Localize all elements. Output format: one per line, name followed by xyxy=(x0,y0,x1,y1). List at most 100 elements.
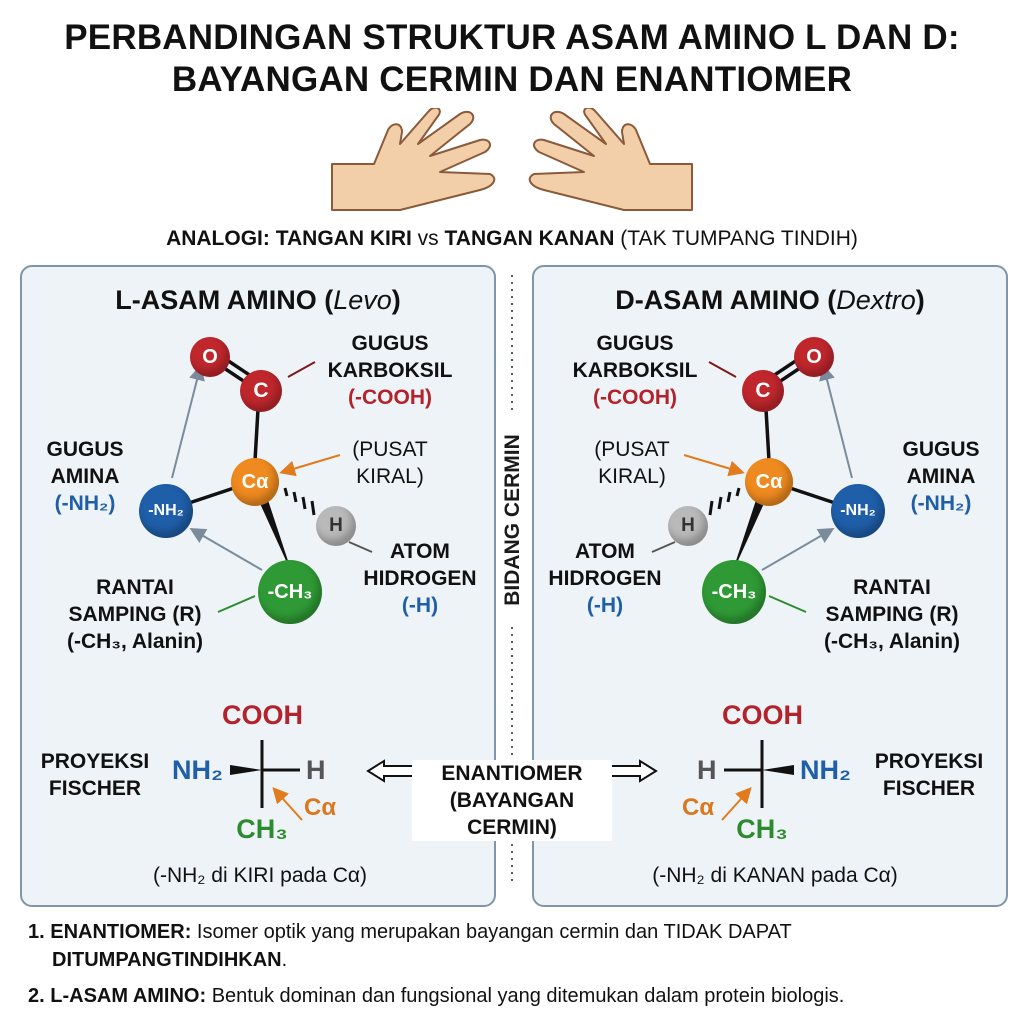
l-hydrogen-line1: ATOM xyxy=(390,540,450,563)
enantiomer-subtitle: (BAYANGAN CERMIN) xyxy=(449,789,575,839)
title-line-1: PERBANDINGAN STRUKTUR ASAM AMINO L DAN D… xyxy=(64,18,960,57)
l-fischer-line1: PROYEKSI xyxy=(40,750,150,773)
footnote-2-num: 2. xyxy=(28,985,45,1007)
l-amine-formula: (-NH₂) xyxy=(54,492,116,515)
d-carboxyl-label: GUGUS KARBOKSIL (-COOH) xyxy=(545,330,725,411)
l-leader-lines xyxy=(171,361,373,613)
footnote-2: 2. L-ASAM AMINO: Bentuk dominan dan fung… xyxy=(28,982,1018,1010)
l-chiral-line1: (PUSAT xyxy=(352,438,428,461)
hands-illustration xyxy=(331,108,693,211)
l-fischer-nh2: NH₂ xyxy=(172,755,223,785)
d-methyl-atom: -CH₃ xyxy=(702,560,766,624)
enantiomer-label: ENANTIOMER (BAYANGAN CERMIN) xyxy=(412,760,612,841)
l-carboxyl-label: GUGUS KARBOKSIL (-COOH) xyxy=(300,330,480,411)
l-side-chain-formula: (-CH₃, Alanin) xyxy=(66,630,204,653)
l-hydrogen-atom: H xyxy=(316,506,356,546)
right-hand-icon xyxy=(528,108,693,211)
l-chiral-line2: KIRAL) xyxy=(356,465,424,488)
l-methyl-atom: -CH₃ xyxy=(258,560,322,624)
l-fischer-cooh: COOH xyxy=(222,700,303,730)
l-fischer-ch3: CH₃ xyxy=(236,814,288,844)
d-hash-bond xyxy=(708,487,741,516)
analogy-left: ANALOGI: TANGAN KIRI xyxy=(166,227,412,250)
analogy-caption: ANALOGI: TANGAN KIRI vs TANGAN KANAN (TA… xyxy=(0,227,1024,251)
l-side-chain-line2: SAMPING (R) xyxy=(68,603,202,626)
l-hydrogen-label: ATOM HIDROGEN (-H) xyxy=(355,538,485,619)
l-carboxyl-line2: KARBOKSIL xyxy=(327,359,453,382)
d-oxygen-atom: O xyxy=(794,337,834,377)
d-title-text: D-ASAM AMINO ( xyxy=(615,285,837,315)
d-side-chain-formula: (-CH₃, Alanin) xyxy=(823,630,961,653)
footnote-2-term: L-ASAM AMINO: xyxy=(50,985,207,1007)
d-amine-line2: AMINA xyxy=(906,465,976,488)
d-chiral-line1: (PUSAT xyxy=(594,438,670,461)
footnote-1-term: ENANTIOMER: xyxy=(50,921,192,943)
l-oxygen-atom: O xyxy=(190,337,230,377)
d-amine-line1: GUGUS xyxy=(902,438,980,461)
d-chiral-line2: KIRAL) xyxy=(598,465,666,488)
footnote-1-text: Isomer optik yang merupakan bayangan cer… xyxy=(196,921,792,943)
l-side-chain-label: RANTAI SAMPING (R) (-CH₃, Alanin) xyxy=(40,574,230,655)
d-fischer-line1: PROYEKSI xyxy=(874,750,984,773)
footnote-1-term2: DITUMPANGTINDIHKAN xyxy=(52,949,282,971)
d-panel-title: D-ASAM AMINO (Dextro) xyxy=(534,285,1006,316)
d-fischer-cooh: COOH xyxy=(722,700,803,730)
l-amine-label: GUGUS AMINA (-NH₂) xyxy=(30,436,140,517)
l-fischer-h: H xyxy=(306,755,326,785)
analogy-vs: vs xyxy=(417,227,439,250)
l-alpha-carbon-atom: Cα xyxy=(231,458,279,506)
enantiomer-title: ENANTIOMER xyxy=(441,762,583,785)
d-amine-formula: (-NH₂) xyxy=(910,492,972,515)
footnote-1-num: 1. xyxy=(28,921,45,943)
d-fischer-calpha: Cα xyxy=(682,794,715,821)
l-fischer-calpha: Cα xyxy=(304,794,337,821)
l-title-italic: Levo xyxy=(333,285,392,315)
d-chiral-label: (PUSAT KIRAL) xyxy=(572,436,692,490)
d-hydrogen-line1: ATOM xyxy=(575,540,635,563)
d-hydrogen-line2: HIDROGEN xyxy=(548,567,662,590)
d-fischer-label: PROYEKSI FISCHER xyxy=(864,748,994,802)
d-side-chain-line2: SAMPING (R) xyxy=(825,603,959,626)
mirror-plane-line xyxy=(511,275,513,885)
d-title-italic: Dextro xyxy=(836,285,916,315)
footnote-1-end: . xyxy=(281,949,288,971)
d-hydrogen-formula: (-H) xyxy=(586,594,624,617)
l-hydrogen-line2: HIDROGEN xyxy=(363,567,477,590)
l-amine-atom: -NH₂ xyxy=(139,484,193,538)
d-carboxyl-formula: (-COOH) xyxy=(593,386,677,409)
d-amine-label: GUGUS AMINA (-NH₂) xyxy=(886,436,996,517)
d-carboxyl-line1: GUGUS xyxy=(596,332,674,355)
d-title-end: ) xyxy=(915,285,925,315)
l-hydrogen-formula: (-H) xyxy=(401,594,439,617)
d-fischer-note: (-NH₂ di KANAN pada Cα) xyxy=(652,864,898,887)
l-title-end: ) xyxy=(391,285,401,315)
l-hash-bond xyxy=(283,487,316,516)
l-title-text: L-ASAM AMINO ( xyxy=(115,285,334,315)
d-carbon-atom: C xyxy=(742,370,784,412)
footnote-1: 1. ENANTIOMER: Isomer optik yang merupak… xyxy=(28,918,1008,974)
d-leader-lines xyxy=(651,361,853,613)
l-chiral-label: (PUSAT KIRAL) xyxy=(330,436,450,490)
d-fischer-nh2: NH₂ xyxy=(800,755,851,785)
l-fischer-cross xyxy=(230,740,303,821)
l-carboxyl-line1: GUGUS xyxy=(351,332,429,355)
d-side-chain-line1: RANTAI xyxy=(853,576,931,599)
title-line-2: BAYANGAN CERMIN DAN ENANTIOMER xyxy=(171,60,853,99)
left-hand-icon xyxy=(331,108,496,211)
l-panel-title: L-ASAM AMINO (Levo) xyxy=(22,285,494,316)
mirror-plane-label: BIDANG CERMIN xyxy=(501,434,524,606)
d-hydrogen-atom: H xyxy=(668,506,708,546)
l-side-chain-line1: RANTAI xyxy=(96,576,174,599)
analogy-rest: (TAK TUMPANG TINDIH) xyxy=(620,227,858,250)
d-carboxyl-line2: KARBOKSIL xyxy=(572,359,698,382)
footnote-2-text: Bentuk dominan dan fungsional yang ditem… xyxy=(211,985,845,1007)
d-side-chain-label: RANTAI SAMPING (R) (-CH₃, Alanin) xyxy=(797,574,987,655)
l-amine-line2: AMINA xyxy=(50,465,120,488)
l-fischer-label: PROYEKSI FISCHER xyxy=(30,748,160,802)
analogy-right: TANGAN KANAN xyxy=(444,227,615,250)
d-fischer-cross xyxy=(721,740,794,821)
l-amine-line1: GUGUS xyxy=(46,438,124,461)
mirror-plane-label-box: BIDANG CERMIN xyxy=(501,434,524,606)
d-fischer-line2: FISCHER xyxy=(882,777,976,800)
l-carbon-atom: C xyxy=(240,370,282,412)
